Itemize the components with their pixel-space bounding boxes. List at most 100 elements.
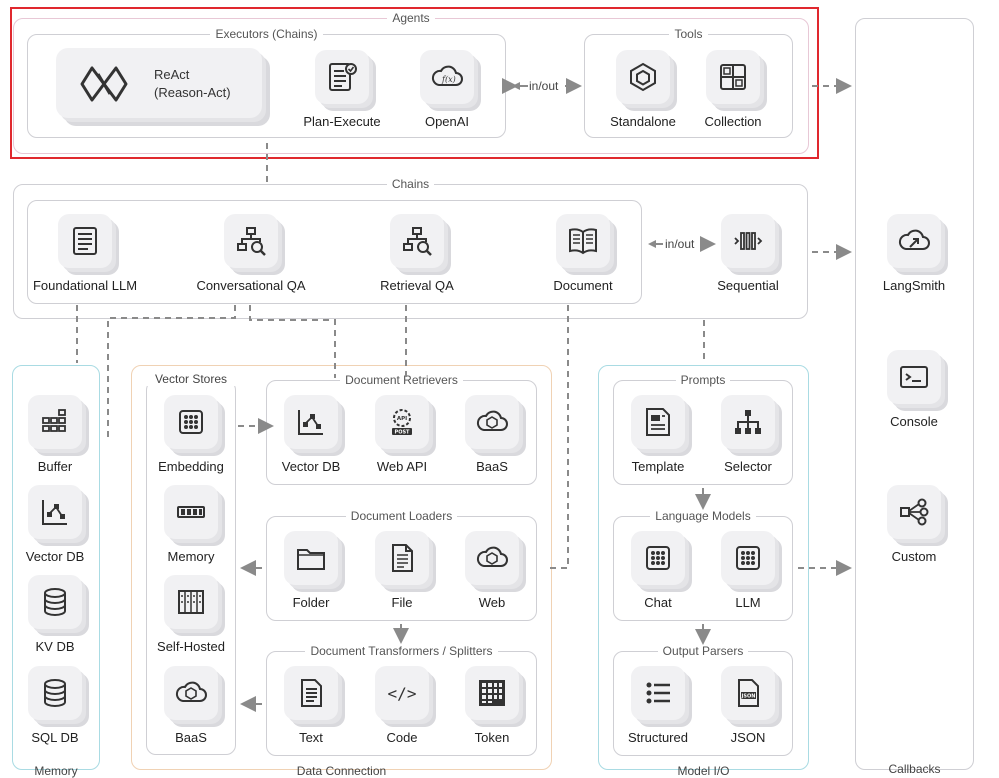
retriever-label: BaaS [476, 459, 508, 474]
conversational-qa-node[interactable]: Conversational QA [196, 214, 306, 293]
loader-label: Folder [292, 595, 330, 610]
loader-web-node[interactable]: Web [456, 531, 528, 610]
sequential-label: Sequential [717, 278, 779, 293]
memory-buffer-node[interactable]: Buffer [19, 395, 91, 474]
react-card[interactable]: ReAct (Reason-Act) [56, 48, 262, 118]
json-glyph: JSON [741, 694, 756, 700]
prompt-label: Template [631, 459, 685, 474]
open-book-icon [569, 228, 597, 255]
chip-icon [646, 546, 670, 570]
parser-label: Structured [628, 730, 688, 745]
foundational-llm-node[interactable]: Foundational LLM [33, 214, 137, 293]
svg-text:f(x): f(x) [441, 75, 456, 84]
callback-label: Console [890, 414, 938, 429]
standalone-node[interactable]: Standalone [607, 50, 679, 129]
tree-search-icon [403, 227, 432, 256]
openai-node[interactable]: f(x) OpenAI [411, 50, 483, 129]
memory-sql-db-node[interactable]: SQL DB [19, 666, 91, 745]
callback-label: Custom [891, 549, 937, 564]
buffer-grid-icon [42, 409, 66, 432]
collection-node[interactable]: Collection [697, 50, 769, 129]
memory-item-label: Buffer [37, 459, 73, 474]
post-badge: POST [395, 430, 411, 436]
agents-in-out-label: in/out [529, 79, 559, 93]
language-model-label: Chat [644, 595, 672, 610]
plan-execute-node[interactable]: Plan-Execute [303, 50, 381, 129]
chip-icon [179, 410, 203, 434]
chains-inner-group [27, 200, 642, 304]
vs-memory-node[interactable]: Memory [155, 485, 227, 564]
json-file-icon: JSON [738, 679, 759, 707]
loader-file-node[interactable]: File [366, 531, 438, 610]
loader-folder-node[interactable]: Folder [275, 531, 347, 610]
lm-llm-node[interactable]: LLM [712, 531, 784, 610]
vs-embedding-node[interactable]: Embedding [155, 395, 227, 474]
share-nodes-icon [900, 498, 929, 526]
loader-label: File [391, 595, 413, 610]
chains-in-out-label: in/out [665, 237, 695, 251]
database-icon [44, 588, 66, 617]
sequential-node[interactable]: Sequential [712, 214, 784, 293]
conversational-qa-label: Conversational QA [196, 278, 306, 293]
vector-store-label: Memory [167, 549, 215, 564]
vs-baas-node[interactable]: BaaS [155, 666, 227, 745]
retrieval-qa-label: Retrieval QA [380, 278, 454, 293]
cloud-function-icon: f(x) [431, 65, 463, 86]
vector-store-label: BaaS [175, 730, 207, 745]
terminal-icon [900, 366, 928, 388]
prompt-label: Selector [724, 459, 772, 474]
callback-console-node[interactable]: Console [878, 350, 950, 429]
react-label: ReAct [154, 67, 190, 82]
prompt-selector-node[interactable]: Selector [712, 395, 784, 474]
file-icon [392, 544, 413, 572]
template-icon [646, 408, 670, 436]
cloud-cube-icon [476, 546, 508, 567]
token-grid-icon [479, 680, 505, 706]
hierarchy-icon [735, 410, 761, 434]
chip-icon [736, 546, 760, 570]
agents-highlight-box [10, 7, 819, 159]
collection-label: Collection [704, 114, 762, 129]
vector-stores-title: Vector Stores [142, 372, 240, 386]
retriever-web-api-node[interactable]: API POST Web API [366, 395, 438, 474]
callback-custom-node[interactable]: Custom [878, 485, 950, 564]
transformer-code-node[interactable]: </> Code [366, 666, 438, 745]
text-file-icon [301, 679, 322, 707]
openai-label: OpenAI [424, 114, 470, 129]
memory-vector-db-node[interactable]: Vector DB [19, 485, 91, 564]
cube-icon [630, 62, 656, 92]
transformer-label: Code [386, 730, 418, 745]
server-rack-icon [178, 590, 204, 614]
checklist-doc-icon [329, 63, 357, 91]
cloud-link-icon [898, 229, 930, 250]
memory-kv-db-node[interactable]: KV DB [19, 575, 91, 654]
vector-graph-icon [42, 500, 67, 525]
lm-chat-node[interactable]: Chat [622, 531, 694, 610]
vector-store-label: Embedding [158, 459, 224, 474]
transformer-text-node[interactable]: Text [275, 666, 347, 745]
callback-langsmith-node[interactable]: LangSmith [878, 214, 950, 293]
parser-label: JSON [730, 730, 766, 745]
cloud-cube-icon [175, 681, 207, 702]
document-node[interactable]: Document [547, 214, 619, 293]
memory-stick-icon [177, 506, 205, 518]
parser-structured-node[interactable]: Structured [622, 666, 694, 745]
retriever-label: Vector DB [281, 459, 341, 474]
retrieval-qa-node[interactable]: Retrieval QA [380, 214, 454, 293]
react-sublabel: (Reason-Act) [154, 85, 231, 100]
code-icon: </> [388, 684, 417, 703]
vector-store-label: Self-Hosted [157, 639, 225, 654]
grid-collection-icon [720, 64, 746, 90]
transformer-label: Token [474, 730, 510, 745]
prompt-template-node[interactable]: Template [622, 395, 694, 474]
callback-label: LangSmith [882, 278, 946, 293]
vs-self-hosted-node[interactable]: Self-Hosted [155, 575, 227, 654]
transformer-token-node[interactable]: Token [456, 666, 528, 745]
memory-item-label: KV DB [35, 639, 75, 654]
retriever-baas-node[interactable]: BaaS [456, 395, 528, 474]
parser-json-node[interactable]: JSON JSON [712, 666, 784, 745]
folder-icon [297, 549, 325, 570]
sequence-icon [734, 232, 763, 250]
retriever-vector-db-node[interactable]: Vector DB [275, 395, 347, 474]
